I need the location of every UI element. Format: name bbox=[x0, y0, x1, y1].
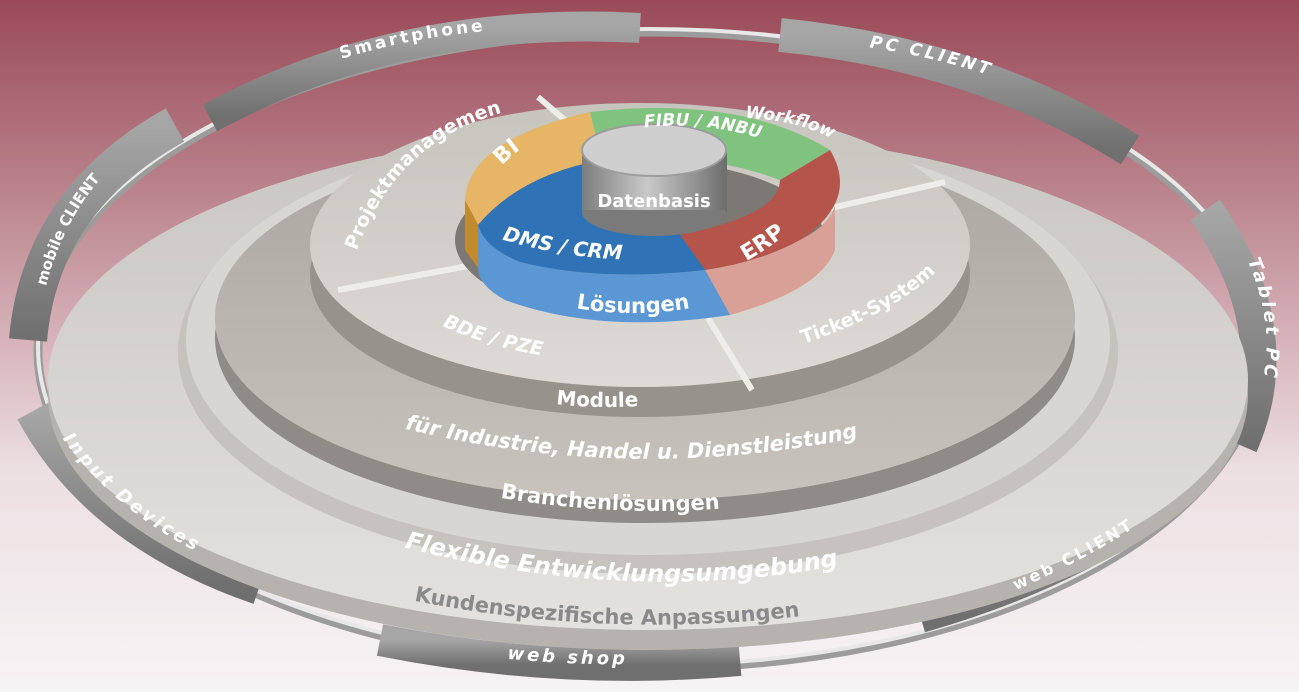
label-datenbasis: Datenbasis bbox=[597, 191, 710, 212]
segment-loesungen[interactable] bbox=[478, 225, 730, 323]
segment-bi[interactable] bbox=[465, 112, 602, 225]
datenbasis-cylinder bbox=[581, 123, 727, 236]
segment-tablet-pc[interactable] bbox=[1190, 199, 1277, 453]
segment-pc-client[interactable] bbox=[778, 18, 1140, 165]
segment-smartphone[interactable] bbox=[202, 11, 641, 132]
segment-web-shop[interactable] bbox=[376, 624, 742, 681]
label-module: Module bbox=[555, 385, 638, 412]
label-loesungen: Lösungen bbox=[575, 289, 690, 318]
segment-mobile-client[interactable] bbox=[9, 108, 185, 342]
